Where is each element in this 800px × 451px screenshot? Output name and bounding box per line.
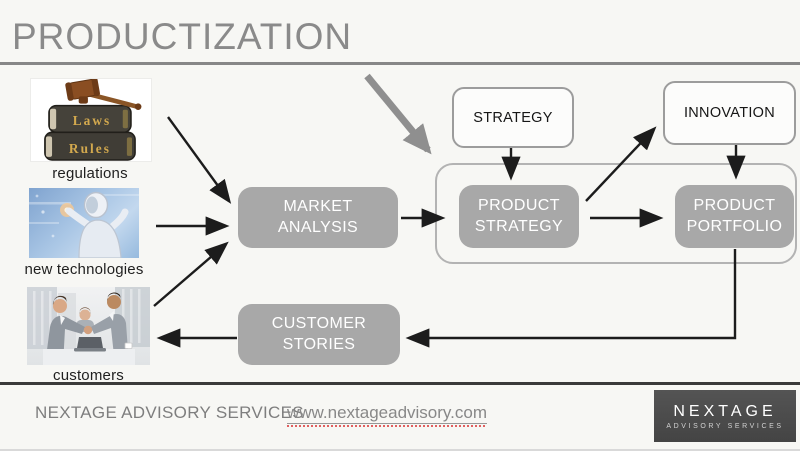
node-label-line: PRODUCT [478,197,560,215]
node-label-line: CUSTOMER [271,315,367,333]
customer-stories-node: CUSTOMER STORIES [238,304,400,365]
innovation-node: INNOVATION [663,81,796,145]
gavel-icon [65,79,142,110]
node-label: STRATEGY [473,109,553,126]
regulations-image: Laws Rules [30,78,152,162]
customers-label: customers [53,367,124,384]
page-title: PRODUCTIZATION [12,16,353,57]
node-label-line: MARKET [283,198,353,216]
arrow-customers-to-market-analysis [153,241,229,307]
footer-divider [0,382,800,385]
customers-image [27,287,150,365]
title-divider [0,62,800,65]
node-label: INNOVATION [683,105,776,121]
product-portfolio-node: PRODUCT PORTFOLIO [675,185,794,248]
footer-company-name: NEXTAGE ADVISORY SERVICES [35,403,304,422]
big-gray-arrow [364,73,432,155]
handshake-icon [27,287,150,365]
product-strategy-node: PRODUCT STRATEGY [459,185,579,248]
logo-title: NEXTAGE [673,402,777,420]
nextage-logo: NEXTAGE ADVISORY SERVICES [654,390,796,442]
robot-icon [29,191,139,258]
new-technologies-image [29,188,139,258]
node-label-line: ANALYSIS [277,218,359,236]
website-link[interactable]: www.nextageadvisory.com [287,403,487,427]
node-label-line: STORIES [282,335,356,353]
book-top-label: Laws [73,113,112,128]
regulations-label: regulations [52,165,128,182]
market-analysis-node: MARKET ANALYSIS [238,187,398,248]
node-label-line: PORTFOLIO [686,217,783,235]
gavel-law-books-icon: Laws Rules [44,79,142,161]
arrow-regulations-to-market-analysis [167,116,232,204]
node-label-line: PRODUCT [693,197,776,215]
handshake-hands [83,325,93,335]
node-label-line: STRATEGY [474,217,564,235]
strategy-node: STRATEGY [452,87,574,148]
new-technologies-label: new technologies [24,261,144,278]
book-bottom-label: Rules [69,141,111,156]
logo-subtitle: ADVISORY SERVICES [666,422,784,430]
